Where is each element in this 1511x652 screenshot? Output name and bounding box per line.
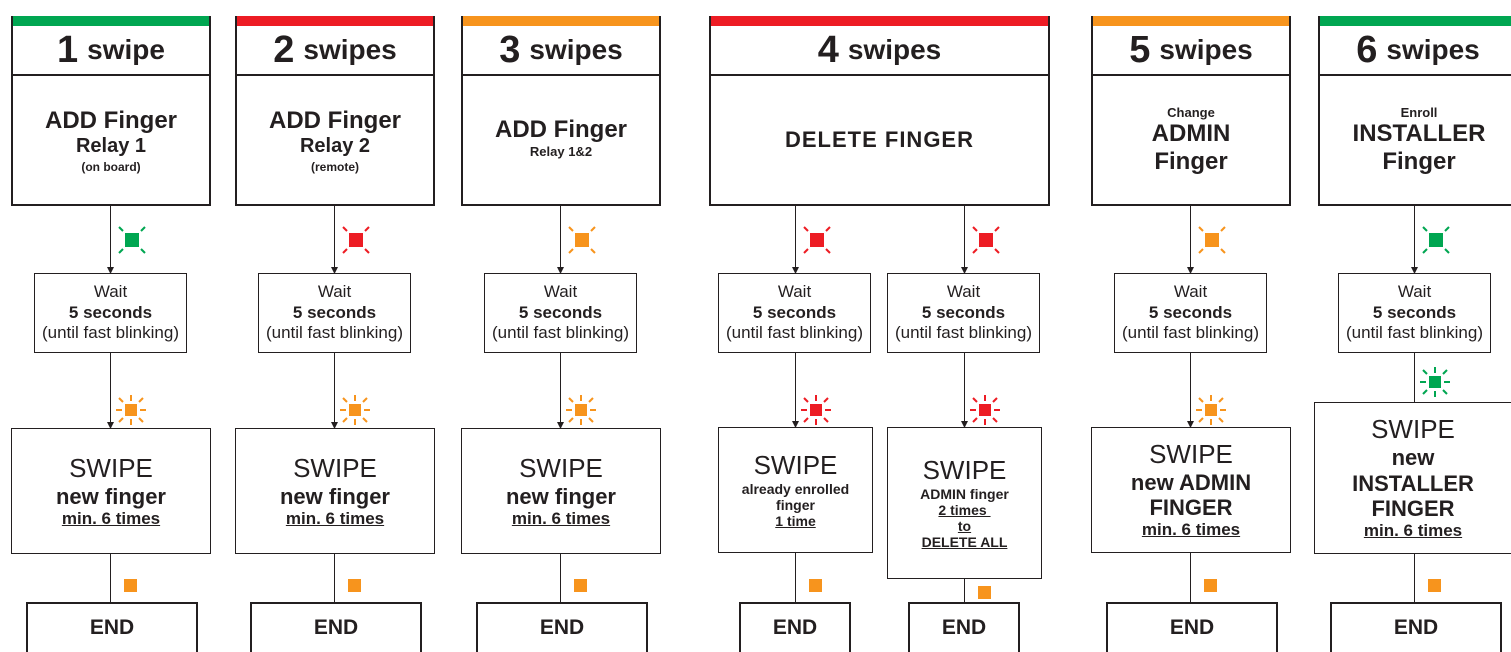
color-bar-red bbox=[237, 16, 433, 26]
led-fast-blink-icon-green bbox=[1420, 367, 1450, 397]
led-steady-icon-green bbox=[118, 226, 146, 254]
color-bar-green bbox=[13, 16, 209, 26]
swipe-box: SWIPE new finger min. 6 times bbox=[461, 428, 661, 554]
flow-line bbox=[1414, 554, 1415, 602]
led-steady-icon-red bbox=[342, 226, 370, 254]
end-box: END bbox=[908, 602, 1020, 652]
end-box: END bbox=[1106, 602, 1278, 652]
header-action: ADD Finger Relay 1&2 bbox=[463, 74, 659, 204]
flow-line bbox=[1190, 206, 1191, 273]
flow-line bbox=[334, 206, 335, 273]
flow-line bbox=[795, 353, 796, 427]
flow-line bbox=[334, 554, 335, 602]
led-fast-blink-icon-orange bbox=[566, 395, 596, 425]
end-box: END bbox=[476, 602, 648, 652]
flow-line bbox=[964, 579, 965, 602]
flow-line bbox=[1414, 353, 1415, 402]
led-fast-blink-icon-orange bbox=[340, 395, 370, 425]
flow-line bbox=[1414, 206, 1415, 273]
swipe-box: SWIPE new finger min. 6 times bbox=[235, 428, 435, 554]
flow-line bbox=[334, 353, 335, 428]
end-box: END bbox=[250, 602, 422, 652]
led-fast-blink-icon-orange bbox=[116, 395, 146, 425]
flow-line bbox=[110, 554, 111, 602]
header-action: DELETE FINGER bbox=[711, 74, 1048, 204]
led-end-icon-orange bbox=[1428, 579, 1441, 592]
led-steady-icon-orange bbox=[1198, 226, 1226, 254]
swipe-box: SWIPE ADMIN finger 2 times to DELETE ALL bbox=[887, 427, 1042, 579]
color-bar-green bbox=[1320, 16, 1511, 26]
flow-line bbox=[964, 353, 965, 427]
led-fast-blink-icon-red bbox=[970, 395, 1000, 425]
led-fast-blink-icon-red bbox=[801, 395, 831, 425]
led-steady-icon-red bbox=[803, 226, 831, 254]
led-end-icon-orange bbox=[1204, 579, 1217, 592]
color-bar-orange bbox=[463, 16, 659, 26]
color-bar-orange bbox=[1093, 16, 1289, 26]
swipe-box: SWIPE already enrolled finger 1 time bbox=[718, 427, 873, 553]
led-steady-icon-red bbox=[972, 226, 1000, 254]
led-end-icon-orange bbox=[978, 586, 991, 599]
end-box: END bbox=[739, 602, 851, 652]
end-box: END bbox=[26, 602, 198, 652]
swipe-box: SWIPE new ADMIN FINGER min. 6 times bbox=[1091, 427, 1291, 553]
flow-line bbox=[560, 353, 561, 428]
led-steady-icon-green bbox=[1422, 226, 1450, 254]
flow-line bbox=[795, 553, 796, 602]
led-end-icon-orange bbox=[574, 579, 587, 592]
led-steady-icon-orange bbox=[568, 226, 596, 254]
flow-line bbox=[110, 353, 111, 428]
flow-line bbox=[110, 206, 111, 273]
flow-line bbox=[795, 206, 796, 273]
header-action: Change ADMIN Finger bbox=[1093, 74, 1289, 204]
header-action: ADD Finger Relay 2 (remote) bbox=[237, 74, 433, 204]
swipe-box: SWIPE new finger min. 6 times bbox=[11, 428, 211, 554]
flow-line bbox=[560, 206, 561, 273]
color-bar-red bbox=[711, 16, 1048, 26]
flow-line bbox=[1190, 553, 1191, 602]
led-end-icon-orange bbox=[809, 579, 822, 592]
flow-line bbox=[560, 554, 561, 602]
end-box: END bbox=[1330, 602, 1502, 652]
led-end-icon-orange bbox=[124, 579, 137, 592]
led-fast-blink-icon-orange bbox=[1196, 395, 1226, 425]
flow-line bbox=[1190, 353, 1191, 427]
header-action: Enroll INSTALLER Finger bbox=[1320, 74, 1511, 204]
swipe-box: SWIPE new INSTALLER FINGER min. 6 times bbox=[1314, 402, 1511, 554]
header-action: ADD Finger Relay 1 (on board) bbox=[13, 74, 209, 204]
led-end-icon-orange bbox=[348, 579, 361, 592]
flow-line bbox=[964, 206, 965, 273]
